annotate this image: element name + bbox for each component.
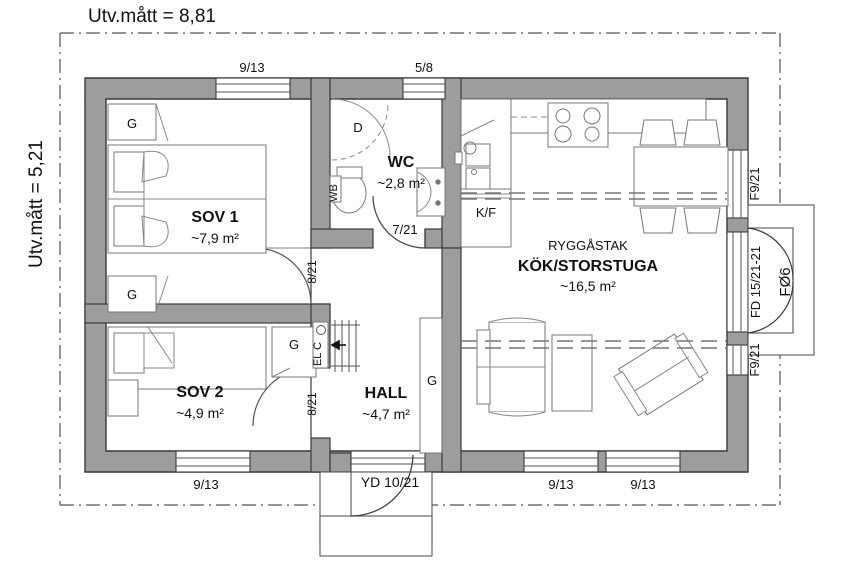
window-openings bbox=[175, 77, 749, 473]
room-name-sov2: SOV 2 bbox=[176, 384, 223, 401]
room-area-sov1: ~7,9 m² bbox=[191, 230, 239, 246]
cooktop bbox=[547, 102, 609, 148]
washbasin-label: WB bbox=[328, 184, 340, 202]
entry-porch bbox=[319, 454, 433, 557]
post-label: FØ6 bbox=[777, 267, 794, 296]
chair-4 bbox=[683, 207, 721, 234]
elc-marker bbox=[316, 325, 326, 335]
window-living-bottom-2 bbox=[605, 450, 681, 473]
window-label-kitchen-right: F9/21 bbox=[747, 167, 762, 200]
armchair bbox=[613, 332, 709, 417]
pillow-sov2 bbox=[113, 332, 145, 374]
sov2-furniture bbox=[107, 326, 317, 417]
room-area-hall: ~4,7 m² bbox=[362, 406, 410, 422]
dining-set bbox=[633, 119, 729, 234]
window-sov2-bottom bbox=[175, 450, 251, 473]
door-label-sov1: 8/21 bbox=[305, 260, 319, 284]
door-label-patio: FD 15/21-21 bbox=[748, 246, 763, 318]
overall-depth-label: Utv.mått = 5,21 bbox=[26, 140, 47, 268]
coffee-table bbox=[551, 334, 593, 412]
faucet bbox=[463, 141, 477, 155]
kitchen-fixtures bbox=[454, 98, 707, 248]
window-label-sov1-top: 9/13 bbox=[239, 60, 264, 75]
electrical-central-group bbox=[312, 320, 360, 372]
room-name-hall: HALL bbox=[365, 385, 408, 402]
room-name-kok: KÖK/STORSTUGA bbox=[518, 256, 659, 275]
electrical-central-label: EL C bbox=[312, 342, 324, 366]
door-patio-opening bbox=[726, 231, 749, 333]
window-sov1-top bbox=[215, 77, 291, 100]
window-kitchen-right bbox=[726, 149, 749, 219]
washbasin-small bbox=[329, 175, 342, 203]
room-name-wc: WC bbox=[388, 154, 415, 171]
roof-type-label: RYGGÅSTAK bbox=[548, 238, 628, 253]
wardrobe-hall bbox=[419, 317, 443, 454]
fridge-freezer-label: K/F bbox=[476, 205, 496, 220]
window-label-wc-top: 5/8 bbox=[415, 60, 433, 75]
dining-table bbox=[633, 146, 729, 207]
hatch-lines bbox=[331, 320, 360, 372]
room-area-kok: ~16,5 m² bbox=[560, 278, 616, 294]
window-label-living-1: 9/13 bbox=[548, 477, 573, 492]
hall-closet bbox=[419, 317, 443, 454]
sink-bowl-2 bbox=[465, 167, 491, 191]
chair-1 bbox=[639, 119, 677, 146]
chair-2 bbox=[683, 119, 721, 146]
window-label-living-2: 9/13 bbox=[630, 477, 655, 492]
window-label-living-right: F9/21 bbox=[747, 343, 762, 376]
overall-width-label: Utv.mått = 8,81 bbox=[88, 6, 216, 27]
sov1-furniture bbox=[107, 103, 267, 313]
window-label-sov2-bottom: 9/13 bbox=[193, 477, 218, 492]
elc-arrow bbox=[330, 339, 346, 351]
door-label-sov2: 8/21 bbox=[305, 392, 319, 416]
chair-3 bbox=[639, 207, 677, 234]
wardrobe-sov2-label: G bbox=[289, 337, 299, 352]
wc-fixtures bbox=[329, 98, 446, 217]
room-area-sov2: ~4,9 m² bbox=[176, 405, 224, 421]
door-entry-opening bbox=[350, 450, 426, 473]
wardrobe-sov1-top-label: G bbox=[127, 116, 137, 131]
sofa-back-top bbox=[488, 317, 546, 323]
wardrobe-hall-label: G bbox=[427, 373, 437, 388]
sofa-back-bottom bbox=[488, 411, 546, 417]
wardrobe-sov1-bottom bbox=[107, 275, 157, 313]
door-wc-swing bbox=[372, 195, 426, 249]
wardrobe-sov2 bbox=[271, 326, 317, 378]
ridge-line bbox=[461, 192, 727, 349]
window-living-right bbox=[726, 344, 749, 376]
room-area-wc: ~2,8 m² bbox=[377, 175, 425, 191]
room-name-sov1: SOV 1 bbox=[191, 209, 238, 226]
door-label-wc: 7/21 bbox=[392, 222, 417, 237]
wardrobe-sov1-bottom-label: G bbox=[127, 287, 137, 302]
toilet-cistern bbox=[336, 166, 363, 179]
shower-label: D bbox=[353, 120, 362, 135]
nightstand-sov2 bbox=[107, 379, 139, 417]
window-wc-top bbox=[402, 77, 446, 100]
window-living-bottom-1 bbox=[523, 450, 599, 473]
wardrobe-sov1-top bbox=[107, 103, 157, 141]
pillow-2 bbox=[113, 205, 145, 247]
pillow-1 bbox=[113, 151, 145, 193]
sink-bowl-1 bbox=[465, 143, 491, 167]
patio-deck bbox=[747, 204, 815, 356]
door-label-entry: YD 10/21 bbox=[361, 474, 420, 490]
